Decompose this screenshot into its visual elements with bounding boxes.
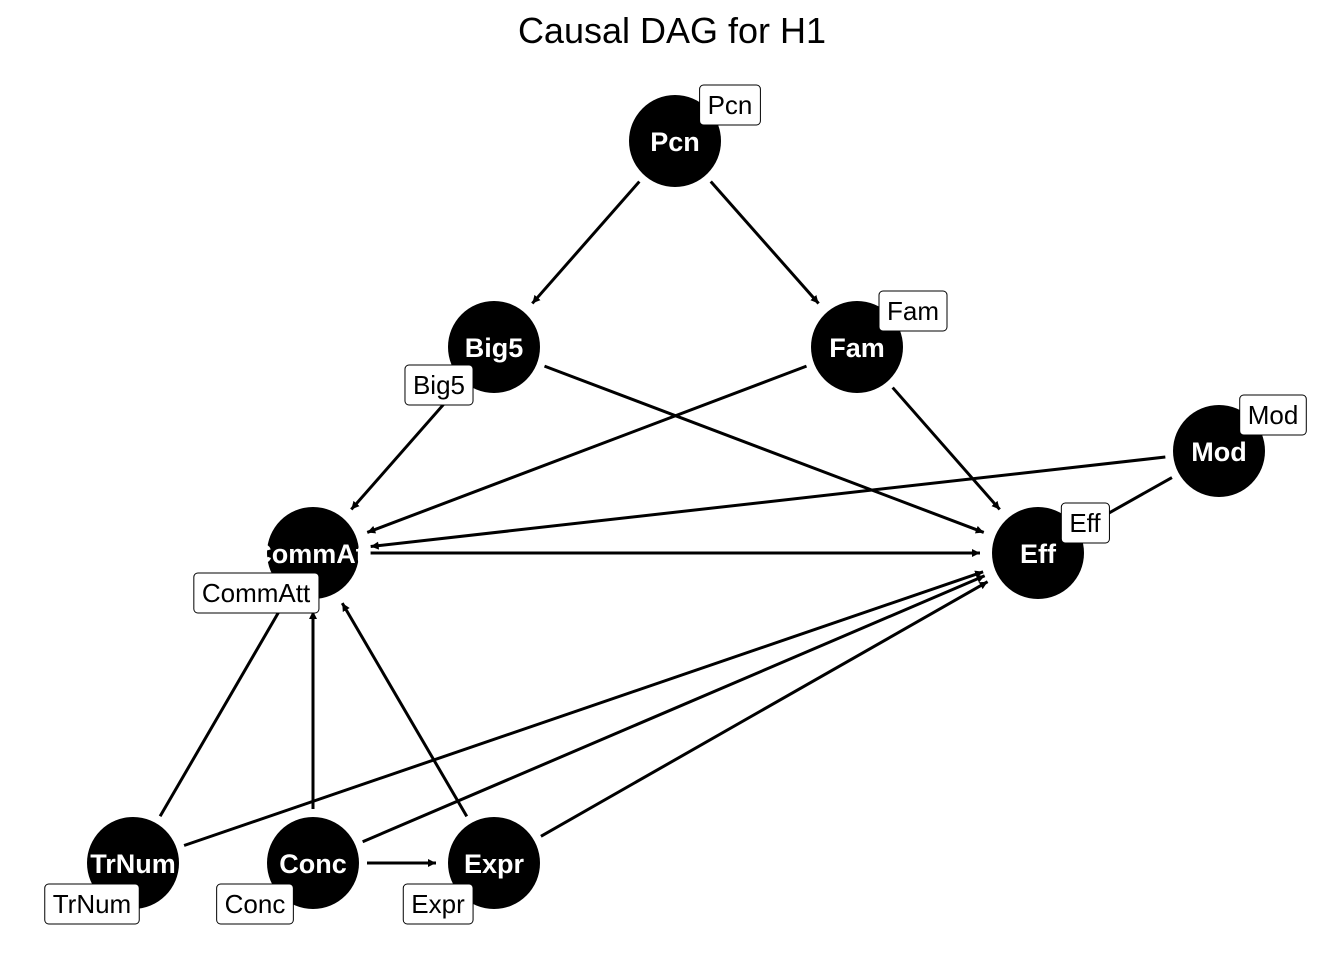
- node-label-box: [1239, 394, 1307, 436]
- node-text: Mod: [1191, 437, 1246, 467]
- node-label-trnum: TrNum: [44, 883, 140, 925]
- node-label-box: [404, 364, 474, 406]
- node-label-box: [402, 883, 474, 925]
- node-label-box: [193, 572, 320, 614]
- node-text: TrNum: [90, 849, 176, 879]
- node-label-expr: Expr: [402, 883, 474, 925]
- edge-pcn-to-big5: [531, 180, 641, 305]
- node-label-text: Pcn: [708, 90, 753, 120]
- edge-trnum-to-eff: [183, 570, 984, 847]
- node-label-pcn: Pcn: [699, 84, 761, 126]
- edges-layer: [158, 180, 1173, 867]
- node-circle: [629, 95, 721, 187]
- edge-trnum-to-commatt: [158, 602, 286, 818]
- node-pcn[interactable]: Pcn: [629, 95, 721, 187]
- node-label-box: [216, 883, 294, 925]
- edge-expr-to-eff: [540, 580, 989, 838]
- node-label-box: [1060, 502, 1110, 544]
- node-label-text: Mod: [1248, 400, 1299, 430]
- node-text: Fam: [829, 333, 885, 363]
- node-label-mod: Mod: [1239, 394, 1307, 436]
- node-label-text: Eff: [1069, 508, 1101, 538]
- edge-mod-to-commatt: [370, 455, 1166, 550]
- edge-big5-to-commatt: [350, 386, 460, 511]
- node-label-eff: Eff: [1060, 502, 1110, 544]
- node-text: CommAtt: [252, 539, 374, 569]
- node-label-fam: Fam: [878, 290, 948, 332]
- node-text: Big5: [465, 333, 524, 363]
- node-label-conc: Conc: [216, 883, 294, 925]
- edge-pcn-to-fam: [709, 180, 820, 305]
- edge-expr-to-commatt: [340, 602, 469, 818]
- diagram-title: Causal DAG for H1: [517, 10, 827, 51]
- edge-fam-to-commatt: [366, 364, 808, 534]
- node-text: Eff: [1020, 539, 1057, 569]
- node-label-box: [878, 290, 948, 332]
- node-text: Expr: [464, 849, 525, 879]
- edge-conc-to-eff: [362, 574, 986, 844]
- node-text: Pcn: [650, 127, 700, 157]
- edge-fam-to-eff: [891, 386, 1001, 511]
- node-label-text: CommAtt: [202, 578, 311, 608]
- node-label-text: Conc: [225, 889, 286, 919]
- node-label-box: [699, 84, 761, 126]
- node-text: Conc: [279, 849, 347, 879]
- node-label-box: [44, 883, 140, 925]
- node-label-text: Big5: [413, 370, 465, 400]
- node-label-text: Expr: [411, 889, 465, 919]
- node-label-text: Fam: [887, 296, 939, 326]
- node-label-text: TrNum: [53, 889, 131, 919]
- edge-big5-to-eff: [543, 364, 985, 534]
- node-label-commatt: CommAtt: [193, 572, 320, 614]
- node-label-big5: Big5: [404, 364, 474, 406]
